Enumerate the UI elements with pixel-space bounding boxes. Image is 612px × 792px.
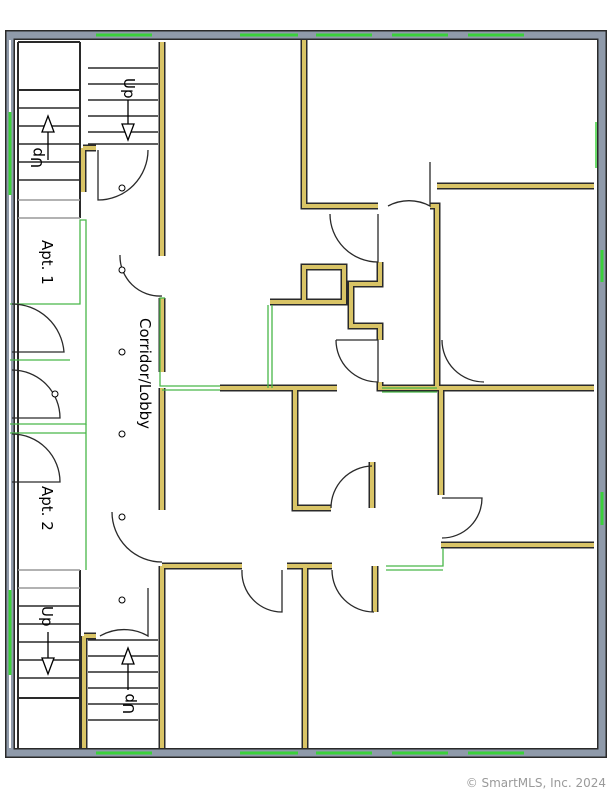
door-room-f [441, 497, 483, 539]
label-apt2: Apt. 2 [38, 486, 56, 531]
label-up-apt2: Up [38, 606, 56, 627]
door-corridor-bottom [111, 511, 163, 563]
door-apt1-b [11, 369, 61, 419]
interior-walls [79, 40, 594, 748]
label-up-bottom: Up [120, 693, 138, 714]
doors [11, 149, 485, 638]
windows [8, 33, 604, 755]
door-bottom-stair [99, 588, 149, 638]
door-apt2 [11, 433, 61, 483]
door-knobs [51, 184, 126, 604]
label-apt1: Apt. 1 [38, 240, 56, 285]
label-up-top: Up [120, 78, 138, 99]
door-apt1 [11, 303, 65, 353]
door-room-d [441, 339, 485, 383]
door-corridor-top [119, 254, 163, 297]
door-room-e [330, 465, 373, 509]
door-room-c [335, 339, 379, 383]
apartment-walls [17, 41, 81, 748]
door-room-g [241, 569, 283, 613]
watermark: © SmartMLS, Inc. 2024 [465, 776, 606, 790]
door-room-a [329, 213, 379, 263]
stair-bottom [88, 639, 158, 721]
arrow-apt1 [41, 114, 55, 160]
partitions [10, 219, 444, 571]
exterior-wall [5, 30, 607, 758]
arrow-apt2 [41, 632, 55, 676]
door-room-b [387, 162, 431, 208]
door-room-h [331, 569, 375, 613]
arrow-top [121, 100, 135, 142]
label-up-apt1: Up [28, 147, 46, 168]
stair-top [88, 67, 158, 145]
label-corridor: Corridor/Lobby [136, 318, 154, 429]
stair-arrows [41, 100, 135, 690]
stairs [18, 67, 158, 721]
arrow-bottom [121, 646, 135, 690]
door-top-stair [97, 149, 149, 201]
